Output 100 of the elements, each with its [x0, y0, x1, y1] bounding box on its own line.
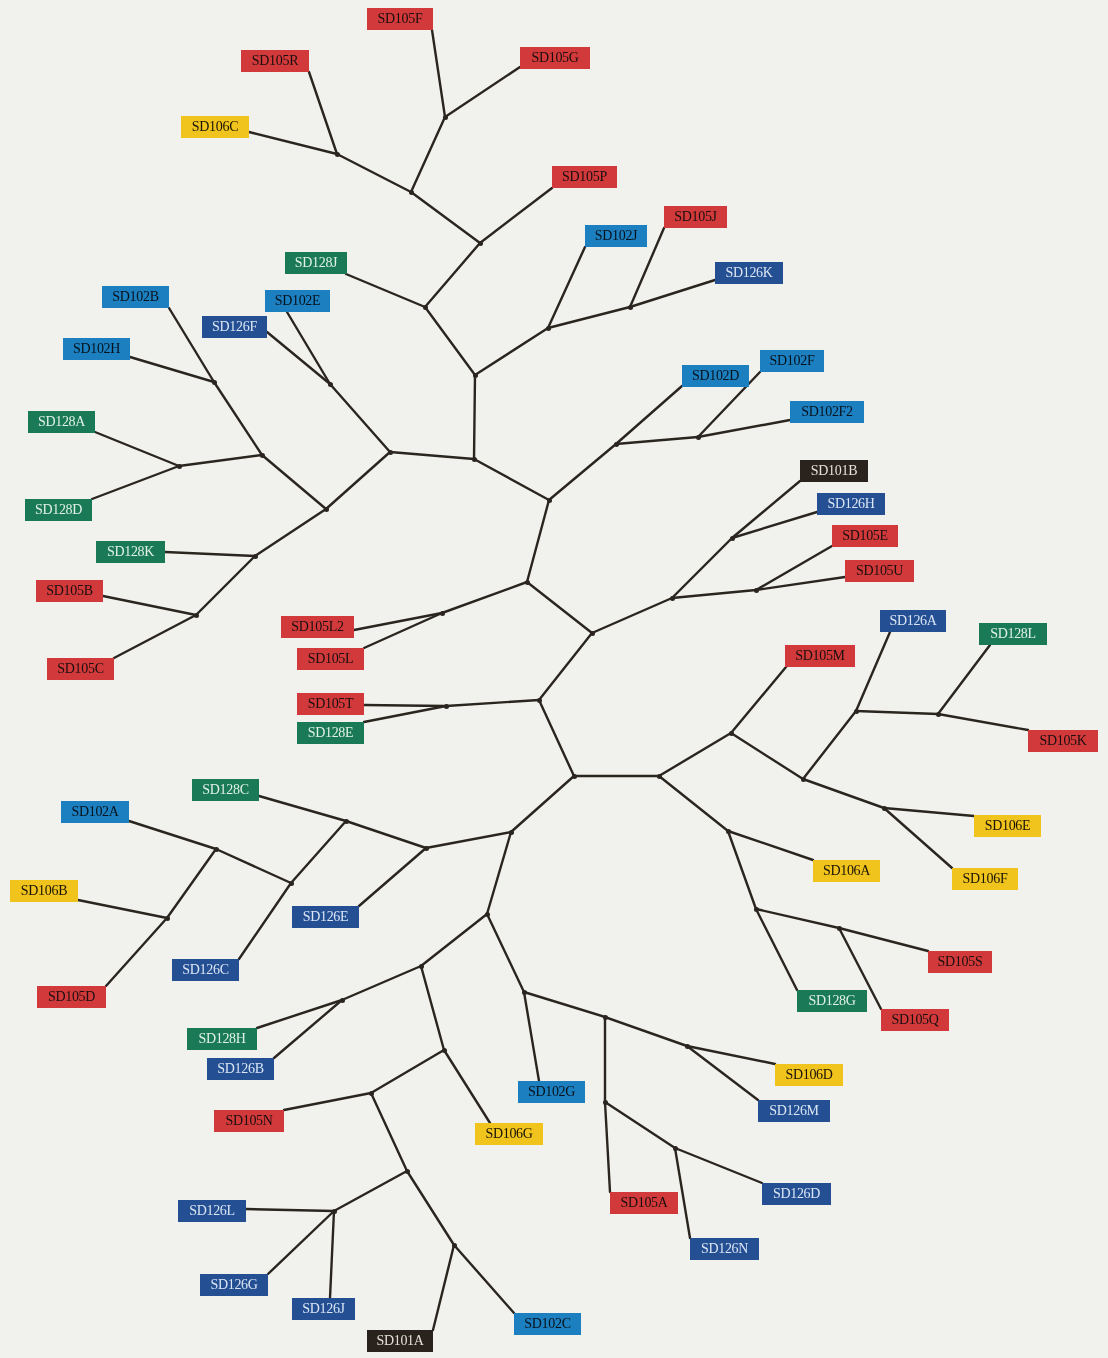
branch-point	[725, 828, 731, 834]
branch-point	[477, 240, 483, 246]
taxon-label: SD126C	[172, 959, 239, 981]
branch-point	[472, 372, 478, 378]
taxon-label: SD126J	[292, 1298, 355, 1320]
branch-point	[387, 449, 393, 455]
branch-point	[836, 925, 842, 931]
taxon-label: SD102F2	[790, 401, 864, 423]
taxon-label: SD102A	[61, 801, 129, 823]
branch-point	[471, 456, 477, 462]
taxon-label: SD126M	[758, 1100, 830, 1122]
taxon-label: SD105N	[214, 1110, 284, 1132]
branch-point	[672, 1145, 678, 1151]
taxon-label: SD102F	[760, 350, 824, 372]
taxon-label: SD102H	[63, 338, 130, 360]
branch-point	[536, 697, 542, 703]
taxon-label: SD102G	[518, 1081, 585, 1103]
branch-point	[800, 776, 806, 782]
branch-point	[288, 880, 294, 886]
branch-point	[881, 805, 887, 811]
taxon-label: SD102J	[585, 225, 647, 247]
branch-point	[327, 381, 333, 387]
branch-point	[508, 829, 514, 835]
taxon-label: SD102B	[102, 286, 169, 308]
branch-point	[422, 304, 428, 310]
tree-branch	[478, 186, 554, 245]
taxon-label: SD105U	[845, 560, 914, 582]
branch-point	[213, 846, 219, 852]
branch-point	[252, 553, 258, 559]
taxon-label: SD128K	[96, 541, 165, 563]
branch-point	[627, 304, 633, 310]
branch-point	[418, 963, 424, 969]
taxon-label: SD105L2	[281, 616, 354, 638]
branch-point	[729, 535, 735, 541]
branch-point	[323, 506, 329, 512]
taxon-label: SD128H	[187, 1028, 257, 1050]
branch-point	[935, 711, 941, 717]
branch-point	[753, 587, 759, 593]
branch-point	[602, 1014, 608, 1020]
branch-point	[669, 595, 675, 601]
branch-point	[441, 1047, 447, 1053]
branch-point	[524, 579, 530, 585]
taxon-label: SD106B	[10, 880, 78, 902]
branch-point	[613, 441, 619, 447]
branch-point	[853, 708, 859, 714]
branch-point	[408, 189, 414, 195]
taxon-label: SD105M	[785, 645, 855, 667]
branch-point	[546, 497, 552, 503]
taxon-label: SD102C	[514, 1313, 581, 1335]
branch-point	[451, 1242, 457, 1248]
taxon-label: SD106C	[181, 116, 249, 138]
branch-point	[331, 1208, 337, 1214]
taxon-label: SD126G	[200, 1274, 268, 1296]
taxon-label: SD105J	[664, 206, 727, 228]
taxon-label: SD105R	[241, 50, 309, 72]
taxon-label: SD106A	[813, 860, 880, 882]
taxon-label: SD102D	[682, 365, 749, 387]
taxon-label: SD101B	[800, 460, 868, 482]
taxon-label: SD128G	[797, 990, 867, 1012]
branch-point	[334, 151, 340, 157]
taxon-label: SD105K	[1028, 730, 1098, 752]
taxon-label: SD126B	[207, 1058, 274, 1080]
taxon-label: SD106G	[475, 1123, 543, 1145]
taxon-label: SD126L	[178, 1200, 246, 1222]
taxon-label: SD126N	[690, 1238, 759, 1260]
taxon-label: SD105C	[47, 658, 114, 680]
taxon-label: SD105D	[37, 986, 106, 1008]
taxon-label: SD126H	[817, 493, 885, 515]
taxon-label: SD128C	[192, 779, 259, 801]
branch-point	[439, 610, 445, 616]
taxon-label: SD106E	[974, 815, 1041, 837]
taxon-label: SD105T	[297, 693, 364, 715]
branch-point	[368, 1090, 374, 1096]
branch-point	[193, 612, 199, 618]
taxon-label: SD105E	[832, 525, 898, 547]
branch-point	[442, 114, 448, 120]
taxon-label: SD126F	[202, 316, 267, 338]
branch-point	[695, 434, 701, 440]
taxon-label: SD128L	[979, 623, 1047, 645]
taxon-label: SD105S	[928, 951, 992, 973]
taxon-label: SD106F	[952, 868, 1018, 890]
branch-point	[211, 379, 217, 385]
branch-point	[545, 325, 551, 331]
taxon-label: SD128J	[285, 252, 347, 274]
taxon-label: SD126E	[292, 906, 359, 928]
taxon-label: SD105P	[552, 166, 617, 188]
branch-point	[164, 915, 170, 921]
branch-point	[753, 906, 759, 912]
taxon-label: SD101A	[367, 1330, 433, 1352]
branch-point	[728, 730, 734, 736]
taxon-label: SD106D	[775, 1064, 843, 1086]
branch-point	[423, 845, 429, 851]
taxon-label: SD105Q	[881, 1009, 949, 1031]
taxon-label: SD128D	[25, 499, 92, 521]
branch-point	[339, 997, 345, 1003]
taxon-label: SD128E	[297, 722, 364, 744]
branch-point	[684, 1043, 690, 1049]
branch-point	[404, 1168, 410, 1174]
branch-point	[589, 630, 595, 636]
taxon-label: SD102E	[265, 290, 330, 312]
